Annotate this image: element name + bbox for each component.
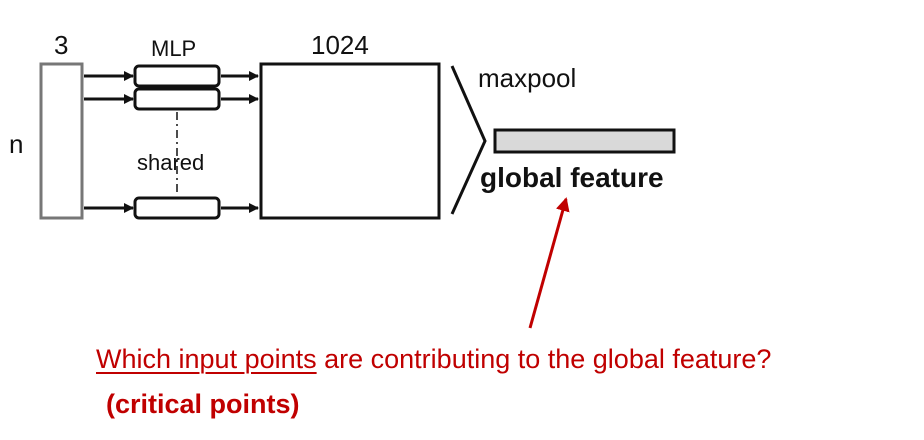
input-points-block bbox=[39, 62, 84, 220]
global-feature-label: global feature bbox=[480, 162, 664, 193]
shared-label: shared bbox=[137, 150, 205, 175]
annotation-question: Which input points are contributing to t… bbox=[96, 346, 771, 373]
annotation-arrow bbox=[528, 197, 570, 329]
critical-points-label: (critical points) bbox=[106, 389, 300, 419]
feature-dim-label: 1024 bbox=[311, 30, 369, 60]
maxpool-label: maxpool bbox=[478, 63, 577, 93]
mlp-unit-1 bbox=[133, 64, 221, 88]
question-rest-text: are contributing to the global feature? bbox=[316, 344, 772, 374]
input-rows-label: n bbox=[9, 129, 24, 159]
maxpool-wedge bbox=[450, 65, 487, 215]
mlp-label: MLP bbox=[151, 36, 197, 61]
mlp-unit-2 bbox=[133, 87, 221, 111]
mlp-unit-3 bbox=[133, 196, 221, 220]
point-features-block bbox=[259, 62, 441, 220]
question-underlined-text: Which input points bbox=[96, 344, 317, 374]
global-feature-bar bbox=[493, 128, 676, 154]
input-cols-label: 3 bbox=[54, 30, 69, 60]
